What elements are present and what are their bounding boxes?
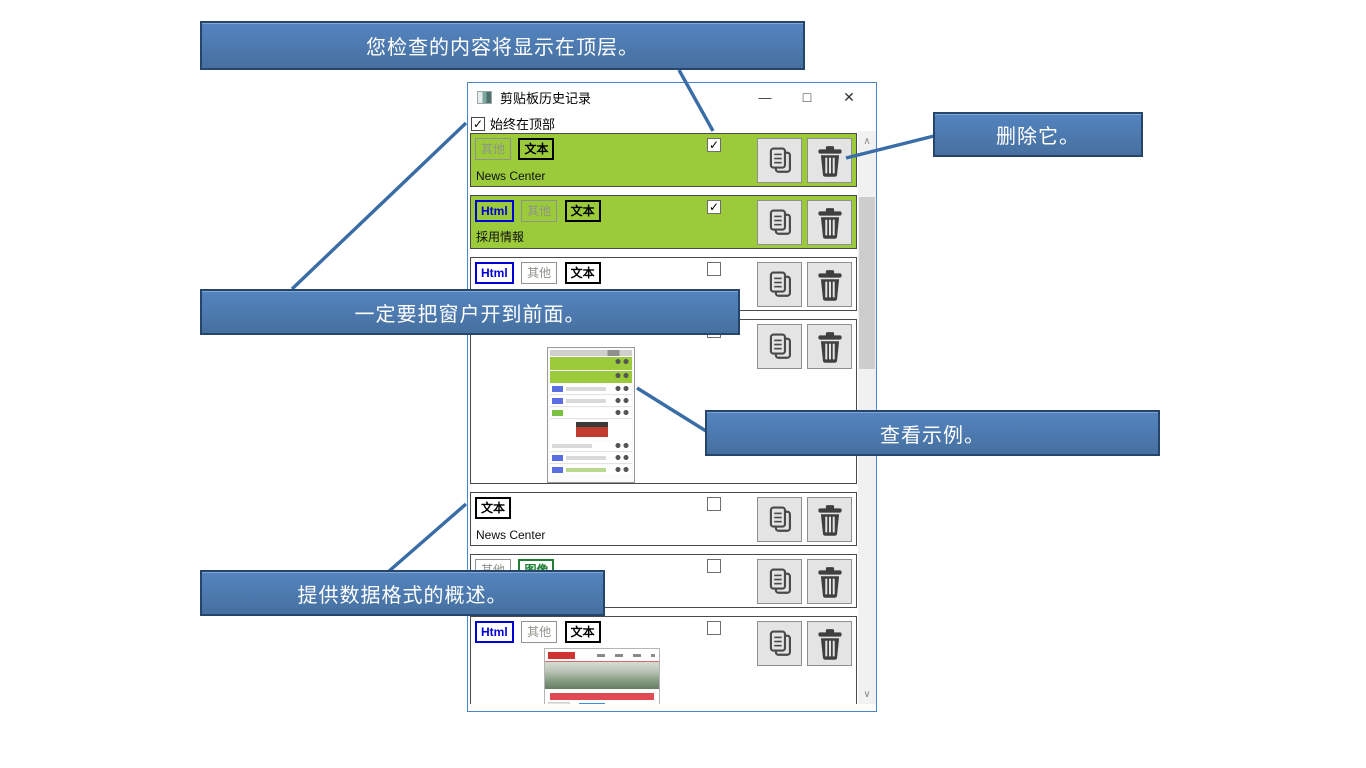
callout-top-layer: 您检查的内容将显示在顶层。 — [200, 21, 805, 70]
copy-button[interactable] — [757, 324, 802, 369]
delete-button[interactable] — [807, 559, 852, 604]
format-tag-html: Html — [475, 200, 514, 222]
minimize-button[interactable]: — — [758, 89, 772, 105]
format-tag-text: 文本 — [518, 138, 555, 160]
delete-button[interactable] — [807, 138, 852, 183]
format-tag-other: 其他 — [521, 200, 558, 222]
format-tag-html: Html — [475, 621, 514, 643]
scrollbar-thumb[interactable] — [859, 197, 875, 369]
trash-icon — [817, 269, 842, 301]
title-bar[interactable]: 剪贴板历史记录 — [468, 83, 876, 111]
copy-icon — [769, 506, 791, 532]
connector-formats-overview — [386, 502, 468, 574]
trash-icon — [817, 207, 842, 239]
callout-delete-text: 删除它。 — [996, 126, 1080, 148]
format-tags: Html 其他 文本 — [475, 200, 604, 222]
item-checkbox[interactable] — [707, 262, 721, 276]
copy-button[interactable] — [757, 559, 802, 604]
clipboard-history-window: 剪贴板历史记录 — □ ✕ ✓ 始终在顶部 其他 文本 ✓ News Cente… — [467, 82, 877, 712]
copy-icon — [769, 147, 791, 173]
copy-button[interactable] — [757, 262, 802, 307]
item-checkbox[interactable] — [707, 621, 721, 635]
format-tag-text: 文本 — [475, 497, 512, 519]
close-button[interactable]: ✕ — [843, 88, 855, 105]
copy-icon — [769, 209, 791, 235]
copy-button[interactable] — [757, 138, 802, 183]
copy-button[interactable] — [757, 497, 802, 542]
window-title: 剪贴板历史记录 — [500, 90, 592, 106]
callout-formats-overview: 提供数据格式的概述。 — [200, 570, 605, 616]
callout-bring-front-text: 一定要把窗户开到前面。 — [354, 303, 586, 326]
format-tag-other: 其他 — [475, 138, 512, 160]
format-tag-other: 其他 — [521, 262, 558, 284]
format-tags: 其他 文本 — [475, 138, 557, 160]
callout-formats-overview-text: 提供数据格式的概述。 — [297, 584, 508, 607]
item-checkbox[interactable]: ✓ — [707, 200, 721, 214]
app-icon — [477, 90, 492, 104]
clipboard-app-screenshot-thumbnail — [547, 347, 635, 483]
format-tag-text: 文本 — [564, 621, 601, 643]
copy-button[interactable] — [757, 621, 802, 666]
callout-top-layer-text: 您检查的内容将显示在顶层。 — [366, 37, 639, 59]
format-tags: 文本 — [475, 497, 514, 519]
always-on-top-option[interactable]: ✓ 始终在顶部 — [471, 114, 555, 133]
copy-icon — [769, 333, 791, 359]
delete-button[interactable] — [807, 262, 852, 307]
format-tags: Html 其他 文本 — [475, 621, 604, 643]
delete-button[interactable] — [807, 621, 852, 666]
always-on-top-checkbox[interactable]: ✓ — [471, 116, 485, 131]
trash-icon — [817, 331, 842, 363]
format-tag-html: Html — [475, 262, 514, 284]
scroll-up-icon[interactable]: ∧ — [863, 135, 871, 147]
item-checkbox[interactable]: ✓ — [707, 138, 721, 152]
item-checkbox[interactable] — [707, 497, 721, 511]
copy-icon — [769, 630, 791, 656]
callout-delete: 删除它。 — [933, 112, 1143, 157]
trash-icon — [817, 145, 842, 177]
copy-icon — [769, 271, 791, 297]
trash-icon — [817, 566, 842, 598]
format-tags: Html 其他 文本 — [475, 262, 604, 284]
maximize-button[interactable]: □ — [802, 89, 812, 105]
item-text: 採用情報 — [476, 230, 525, 244]
clipboard-item-5[interactable]: 文本 News Center — [470, 492, 857, 546]
scroll-down-icon[interactable]: ∨ — [863, 688, 871, 700]
format-tag-text: 文本 — [564, 262, 601, 284]
item-checkbox[interactable] — [707, 559, 721, 573]
clipboard-item-2[interactable]: Html 其他 文本 ✓ 採用情報 — [470, 195, 857, 249]
delete-button[interactable] — [807, 200, 852, 245]
trash-icon — [817, 504, 842, 536]
delete-button[interactable] — [807, 497, 852, 542]
item-text: News Center — [476, 528, 546, 542]
clipboard-item-7[interactable]: Html 其他 文本 — [470, 616, 857, 704]
format-tag-other: 其他 — [521, 621, 558, 643]
format-tag-text: 文本 — [564, 200, 601, 222]
callout-bring-front: 一定要把窗户开到前面。 — [200, 289, 740, 335]
clipboard-item-4[interactable] — [470, 319, 857, 484]
copy-icon — [769, 568, 791, 594]
callout-example: 查看示例。 — [705, 410, 1160, 456]
always-on-top-label: 始终在顶部 — [490, 117, 556, 132]
window-controls: — □ ✕ — [744, 83, 870, 111]
connector-bring-front — [290, 121, 468, 291]
copy-button[interactable] — [757, 200, 802, 245]
callout-example-text: 查看示例。 — [880, 424, 985, 447]
clipboard-item-1[interactable]: 其他 文本 ✓ News Center — [470, 133, 857, 187]
website-screenshot-thumbnail — [544, 648, 660, 704]
trash-icon — [817, 628, 842, 660]
item-text: News Center — [476, 169, 546, 183]
delete-button[interactable] — [807, 324, 852, 369]
